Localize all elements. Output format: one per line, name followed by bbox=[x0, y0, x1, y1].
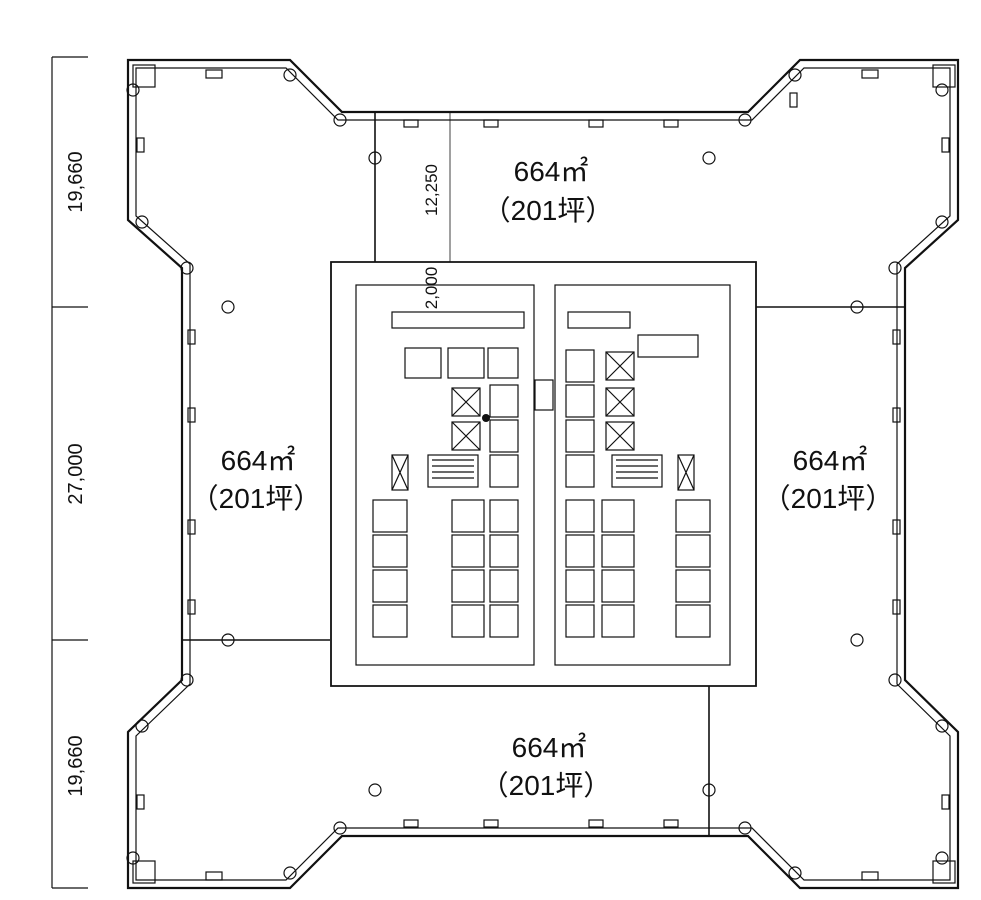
zone-east-tsubo: （201坪） bbox=[763, 483, 894, 514]
zone-west-area: 664㎡ bbox=[221, 445, 296, 476]
dim-left-top: 19,660 bbox=[65, 151, 87, 212]
floor-outline bbox=[126, 58, 960, 890]
zone-south: 664㎡ （201坪） bbox=[481, 732, 612, 801]
zone-west: 664㎡ （201坪） bbox=[191, 445, 322, 514]
dim-core-gap: 2,000 bbox=[422, 267, 441, 310]
zone-north: 664㎡ （201坪） bbox=[483, 156, 614, 226]
dim-core-depth: 12,250 bbox=[422, 164, 441, 216]
zone-north-tsubo: （201坪） bbox=[483, 195, 614, 226]
zone-north-area: 664㎡ bbox=[514, 156, 589, 187]
zone-south-area: 664㎡ bbox=[512, 732, 587, 763]
zone-south-tsubo: （201坪） bbox=[481, 770, 612, 801]
dimension-bar: 19,660 27,000 19,660 bbox=[51, 56, 88, 889]
dim-left-bottom: 19,660 bbox=[65, 735, 87, 796]
building-core: 12,250 2,000 bbox=[330, 164, 757, 687]
zone-east-area: 664㎡ bbox=[793, 445, 868, 476]
dim-left-middle: 27,000 bbox=[65, 443, 87, 504]
zone-east: 664㎡ （201坪） bbox=[763, 445, 894, 514]
core-outline bbox=[330, 261, 757, 687]
zone-west-tsubo: （201坪） bbox=[191, 483, 322, 514]
floor-area bbox=[126, 58, 960, 890]
